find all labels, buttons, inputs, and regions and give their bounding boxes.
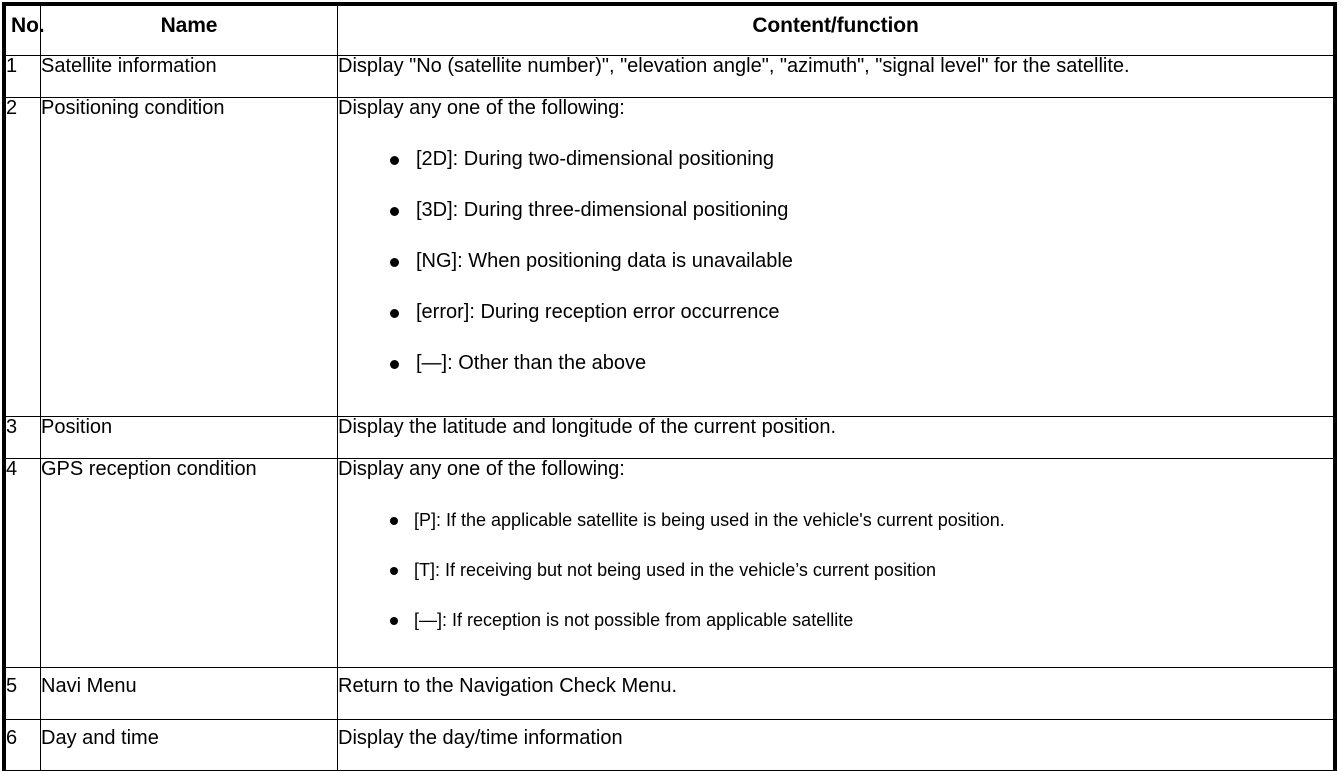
list-item-label: [T]: If receiving but not being used in … bbox=[414, 559, 936, 580]
bullet-dot-icon bbox=[390, 309, 399, 318]
row-number: 2 bbox=[5, 97, 41, 417]
column-header-name: Name bbox=[40, 5, 338, 56]
content-bullet-list: [2D]: During two-dimensional positioning… bbox=[338, 149, 1333, 374]
row-name: GPS reception condition bbox=[40, 458, 338, 668]
list-item-label: [error]: During reception error occurren… bbox=[416, 301, 780, 323]
table-header-row: No. Name Content/function bbox=[5, 5, 1334, 56]
row-content: Display "No (satellite number)", "elevat… bbox=[337, 55, 1334, 98]
list-item: [2D]: During two-dimensional positioning bbox=[338, 149, 1333, 170]
row-content: Display any one of the following: [P]: I… bbox=[337, 458, 1334, 668]
list-item: [—]: If reception is not possible from a… bbox=[338, 609, 1333, 630]
column-header-no: No. bbox=[5, 5, 45, 56]
bullet-dot-icon bbox=[390, 258, 399, 267]
row-name: Position bbox=[40, 416, 338, 459]
list-item: [NG]: When positioning data is unavailab… bbox=[338, 251, 1333, 272]
row-name: Navi Menu bbox=[40, 667, 338, 720]
row-name: Day and time bbox=[40, 719, 338, 771]
list-item: [P]: If the applicable satellite is bein… bbox=[338, 511, 1333, 530]
row-number: 5 bbox=[5, 667, 41, 720]
table-row: 3 Position Display the latitude and long… bbox=[5, 416, 1334, 459]
content-lead-text: Return to the Navigation Check Menu. bbox=[338, 675, 678, 697]
table-row: 5 Navi Menu Return to the Navigation Che… bbox=[5, 667, 1334, 720]
row-number: 6 bbox=[5, 719, 41, 771]
row-number: 3 bbox=[5, 416, 41, 459]
content-lead-text: Display any one of the following: bbox=[338, 458, 625, 480]
list-item: [error]: During reception error occurren… bbox=[338, 302, 1333, 323]
table-row: 2 Positioning condition Display any one … bbox=[5, 97, 1334, 417]
list-item: [—]: Other than the above bbox=[338, 353, 1333, 374]
list-item-label: [NG]: When positioning data is unavailab… bbox=[416, 250, 793, 272]
row-content: Return to the Navigation Check Menu. bbox=[337, 667, 1334, 720]
content-lead-text: Display the day/time information bbox=[338, 727, 623, 749]
bullet-dot-icon bbox=[390, 517, 398, 525]
bullet-dot-icon bbox=[390, 616, 398, 625]
list-item-label: [P]: If the applicable satellite is bein… bbox=[414, 510, 1005, 530]
list-item-label: [2D]: During two-dimensional positioning bbox=[416, 148, 774, 170]
row-name: Satellite information bbox=[40, 55, 338, 98]
row-content: Display any one of the following: [2D]: … bbox=[337, 97, 1334, 417]
list-item: [T]: If receiving but not being used in … bbox=[338, 559, 1333, 580]
bullet-dot-icon bbox=[390, 566, 398, 575]
list-item: [3D]: During three-dimensional positioni… bbox=[338, 200, 1333, 221]
row-content: Display the day/time information bbox=[337, 719, 1334, 771]
table-row: 6 Day and time Display the day/time info… bbox=[5, 719, 1334, 771]
row-number: 4 bbox=[5, 458, 41, 668]
bullet-dot-icon bbox=[390, 360, 399, 369]
list-item-label: [—]: Other than the above bbox=[416, 352, 647, 374]
row-name: Positioning condition bbox=[40, 97, 338, 417]
content-lead-text: Display the latitude and longitude of th… bbox=[338, 416, 837, 438]
bullet-dot-icon bbox=[390, 156, 399, 165]
row-content: Display the latitude and longitude of th… bbox=[337, 416, 1334, 459]
content-lead-text: Display any one of the following: bbox=[338, 97, 625, 119]
list-item-label: [—]: If reception is not possible from a… bbox=[414, 609, 854, 630]
content-lead-text: Display "No (satellite number)", "elevat… bbox=[338, 55, 1130, 77]
bullet-dot-icon bbox=[390, 207, 399, 216]
content-bullet-list: [P]: If the applicable satellite is bein… bbox=[338, 511, 1333, 630]
table-row: 4 GPS reception condition Display any on… bbox=[5, 458, 1334, 668]
table-row: 1 Satellite information Display "No (sat… bbox=[5, 55, 1334, 98]
row-number: 1 bbox=[5, 55, 41, 98]
list-item-label: [3D]: During three-dimensional positioni… bbox=[416, 199, 789, 221]
column-header-content: Content/function bbox=[337, 5, 1334, 56]
